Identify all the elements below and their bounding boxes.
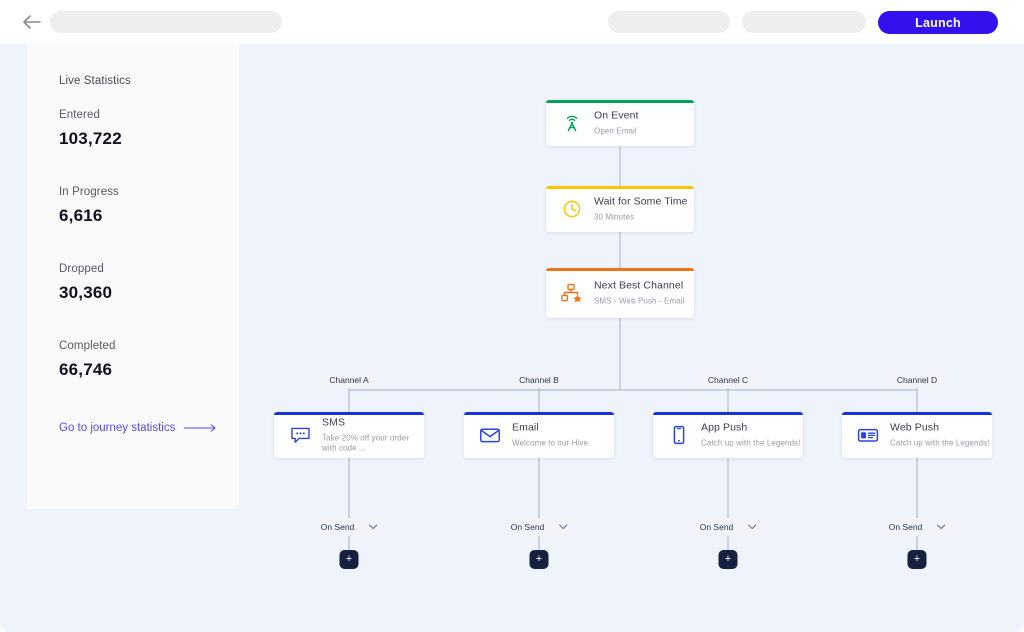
node-on-event[interactable]: On Event Open Email bbox=[546, 100, 694, 146]
mobile-phone-icon bbox=[667, 423, 691, 447]
go-to-journey-statistics-link[interactable]: Go to journey statistics bbox=[59, 422, 218, 434]
broadcast-tower-icon bbox=[560, 111, 584, 135]
stat-value: 66,746 bbox=[59, 360, 113, 379]
stat-entered: Entered 103,722 bbox=[59, 109, 122, 149]
stat-value: 30,360 bbox=[59, 283, 113, 302]
add-step-button-a[interactable]: + bbox=[339, 550, 359, 569]
plus-icon: + bbox=[535, 552, 543, 565]
toolbar-placeholder-title bbox=[50, 11, 282, 33]
node-text: SMS Take 20% off your order with code ..… bbox=[322, 416, 424, 453]
node-channel-email[interactable]: Email Welcome to our Hive. bbox=[464, 412, 614, 458]
on-send-dropdown-a[interactable]: On Send bbox=[311, 518, 387, 536]
node-accent-bar bbox=[274, 412, 424, 415]
channel-pill-a[interactable]: Channel A bbox=[318, 371, 380, 388]
plus-icon: + bbox=[913, 552, 921, 565]
live-statistics-panel: Live Statistics Entered 103,722 In Progr… bbox=[27, 44, 239, 509]
node-subtitle: Catch up with the Legends! bbox=[701, 438, 801, 448]
node-accent-bar bbox=[464, 412, 614, 415]
toolbar-placeholder-action-2 bbox=[742, 11, 866, 33]
node-next-best-channel[interactable]: Next Best Channel SMS - Web Push - Email bbox=[546, 268, 694, 318]
node-accent-bar bbox=[546, 268, 694, 271]
stat-completed: Completed 66,746 bbox=[59, 340, 116, 380]
node-subtitle: SMS - Web Push - Email bbox=[594, 296, 685, 306]
on-send-dropdown-c[interactable]: On Send bbox=[690, 518, 766, 536]
node-title: Wait for Some Time bbox=[594, 195, 688, 208]
chevron-down-icon bbox=[936, 524, 945, 530]
node-channel-sms[interactable]: SMS Take 20% off your order with code ..… bbox=[274, 412, 424, 458]
on-send-label: On Send bbox=[320, 522, 355, 532]
launch-button[interactable]: Launch bbox=[878, 11, 998, 34]
node-text: Wait for Some Time 30 Minutes bbox=[594, 195, 688, 222]
node-channel-web-push[interactable]: Web Push Catch up with the Legends! bbox=[842, 412, 992, 458]
node-title: App Push bbox=[701, 421, 748, 434]
channel-pill-c[interactable]: Channel C bbox=[696, 371, 760, 388]
node-subtitle: 30 Minutes bbox=[594, 212, 635, 222]
browser-window-icon bbox=[856, 423, 880, 447]
node-subtitle: Take 20% off your order with code ... bbox=[322, 432, 410, 453]
link-label: Go to journey statistics bbox=[59, 422, 176, 434]
stat-label: In Progress bbox=[59, 186, 119, 198]
envelope-icon bbox=[478, 423, 502, 447]
on-send-dropdown-d[interactable]: On Send bbox=[879, 518, 955, 536]
on-send-label: On Send bbox=[510, 522, 545, 532]
node-text: Email Welcome to our Hive. bbox=[512, 421, 590, 448]
add-step-button-c[interactable]: + bbox=[718, 550, 738, 569]
channel-pill-b[interactable]: Channel B bbox=[508, 371, 570, 388]
node-title: Web Push bbox=[890, 421, 940, 434]
node-subtitle: Catch up with the Legends! bbox=[890, 438, 990, 448]
node-text: Web Push Catch up with the Legends! bbox=[890, 421, 990, 448]
back-arrow-icon[interactable] bbox=[22, 14, 42, 30]
channel-pill-d[interactable]: Channel D bbox=[885, 371, 949, 388]
node-subtitle: Welcome to our Hive. bbox=[512, 438, 591, 448]
plus-icon: + bbox=[345, 552, 353, 565]
plus-icon: + bbox=[724, 552, 732, 565]
on-send-dropdown-b[interactable]: On Send bbox=[501, 518, 577, 536]
add-step-button-b[interactable]: + bbox=[529, 550, 549, 569]
stat-label: Completed bbox=[59, 340, 116, 352]
node-wait-for-some-time[interactable]: Wait for Some Time 30 Minutes bbox=[546, 186, 694, 232]
panel-title: Live Statistics bbox=[59, 75, 131, 87]
node-text: Next Best Channel SMS - Web Push - Email bbox=[594, 279, 685, 306]
branch-star-icon bbox=[560, 281, 584, 305]
stat-value: 6,616 bbox=[59, 206, 103, 225]
stat-value: 103,722 bbox=[59, 129, 122, 148]
node-title: On Event bbox=[594, 109, 639, 122]
on-send-label: On Send bbox=[699, 522, 734, 532]
stat-label: Dropped bbox=[59, 263, 104, 275]
node-title: Email bbox=[512, 421, 539, 434]
node-accent-bar bbox=[546, 186, 694, 189]
node-text: On Event Open Email bbox=[594, 109, 639, 136]
sms-bubble-icon bbox=[288, 423, 312, 447]
on-send-label: On Send bbox=[888, 522, 923, 532]
clock-icon bbox=[560, 197, 584, 221]
add-step-button-d[interactable]: + bbox=[907, 550, 927, 569]
top-toolbar: Launch bbox=[0, 0, 1024, 44]
node-subtitle: Open Email bbox=[594, 126, 637, 136]
toolbar-placeholder-action-1 bbox=[608, 11, 730, 33]
chevron-down-icon bbox=[747, 524, 756, 530]
stat-in-progress: In Progress 6,616 bbox=[59, 186, 119, 226]
node-accent-bar bbox=[653, 412, 803, 415]
node-channel-app-push[interactable]: App Push Catch up with the Legends! bbox=[653, 412, 803, 458]
arrow-right-icon bbox=[184, 424, 216, 432]
node-accent-bar bbox=[842, 412, 992, 415]
chevron-down-icon bbox=[368, 524, 377, 530]
stat-dropped: Dropped 30,360 bbox=[59, 263, 112, 303]
node-accent-bar bbox=[546, 100, 694, 103]
stat-label: Entered bbox=[59, 109, 100, 121]
node-text: App Push Catch up with the Legends! bbox=[701, 421, 801, 448]
node-title: Next Best Channel bbox=[594, 279, 684, 292]
node-title: SMS bbox=[322, 416, 346, 429]
chevron-down-icon bbox=[558, 524, 567, 530]
